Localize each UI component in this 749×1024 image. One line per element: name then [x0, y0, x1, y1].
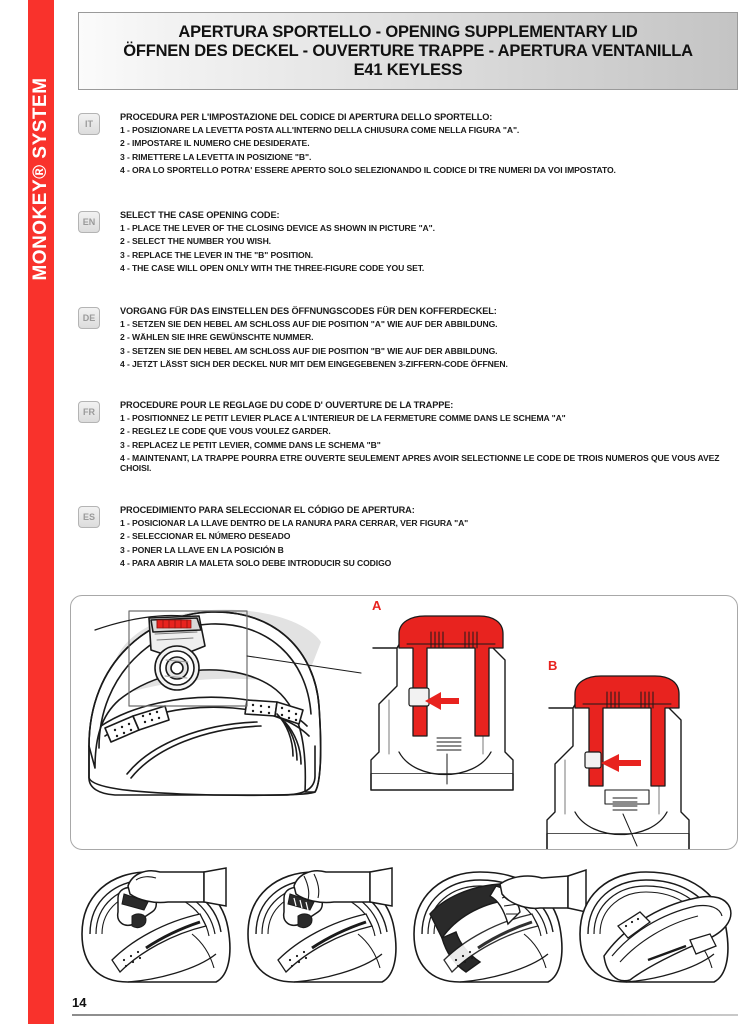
step-illustration-4 — [579, 871, 732, 983]
instructions-title: PROCEDURE POUR LE REGLAGE DU CODE D' OUV… — [120, 400, 454, 410]
instructions-de: VORGANG FÜR DAS EINSTELLEN DES ÖFFNUNGSC… — [120, 306, 508, 373]
instructions-title: PROCEDIMIENTO PARA SELECCIONAR EL CÓDIGO… — [120, 505, 415, 515]
step-illustration-2 — [247, 867, 397, 983]
instruction-step: 1 - POSIZIONARE LA LEVETTA POSTA ALL'INT… — [120, 125, 520, 135]
detail-b-label: B — [548, 658, 557, 673]
language-block-de: DE VORGANG FÜR DAS EINSTELLEN DES ÖFFNUN… — [78, 306, 508, 373]
title-line-3: E41 KEYLESS — [353, 60, 463, 79]
step-illustration-3 — [413, 868, 587, 983]
instructions-title: PROCEDURA PER L'IMPOSTAZIONE DEL CODICE … — [120, 112, 493, 122]
detail-a-illustration — [370, 615, 514, 791]
instruction-step: 2 - WÄHLEN SIE IHRE GEWÜNSCHTE NUMMER. — [120, 332, 314, 343]
instruction-step: 1 - PLACE THE LEVER OF THE CLOSING DEVIC… — [120, 223, 435, 233]
detail-a-label: A — [372, 598, 382, 613]
instructions-title: SELECT THE CASE OPENING CODE: — [120, 210, 280, 220]
language-badge-de: DE — [78, 307, 100, 329]
language-block-it: IT PROCEDURA PER L'IMPOSTAZIONE DEL CODI… — [78, 112, 616, 179]
language-block-es: ES PROCEDIMIENTO PARA SELECCIONAR EL CÓD… — [78, 505, 468, 572]
instruction-step: 1 - POSITIONNEZ LE PETIT LEVIER PLACE A … — [120, 413, 566, 423]
instruction-step: 4 - MAINTENANT, LA TRAPPE POURRA ETRE OU… — [120, 453, 720, 474]
figure-illustrations: A B — [88, 598, 690, 849]
page-title-banner: APERTURA SPORTELLO - OPENING SUPPLEMENTA… — [78, 12, 738, 90]
instruction-step: 4 - THE CASE WILL OPEN ONLY WITH THE THR… — [120, 263, 425, 274]
instructions-en: SELECT THE CASE OPENING CODE: 1 - PLACE … — [120, 210, 435, 277]
direction-arrow-b — [601, 754, 641, 772]
instruction-step: 3 - REPLACEZ LE PETIT LEVIER, COMME DANS… — [120, 439, 381, 450]
instruction-step: 3 - PONER LA LLAVE EN LA POSICIÓN B — [120, 544, 284, 555]
title-line-1: APERTURA SPORTELLO - OPENING SUPPLEMENTA… — [178, 22, 638, 41]
page-number: 14 — [72, 995, 87, 1010]
instruction-step: 3 - REPLACE THE LEVER IN THE "B" POSITIO… — [120, 249, 314, 260]
language-badge-en: EN — [78, 211, 100, 233]
language-block-fr: FR PROCEDURE POUR LE REGLAGE DU CODE D' … — [78, 400, 720, 477]
instruction-step: 2 - SELECCIONAR EL NÚMERO DESEADO — [120, 531, 291, 542]
instruction-step: 2 - SELECT THE NUMBER YOU WISH. — [120, 236, 271, 247]
direction-arrow-a — [425, 692, 459, 710]
lever-position-b — [584, 751, 602, 769]
brand-name: MONOKEY® SYSTEM — [30, 77, 51, 281]
figure-panel: A B — [70, 595, 738, 850]
instruction-step: 1 - SETZEN SIE DEN HEBEL AM SCHLOSS AUF … — [120, 319, 498, 329]
language-badge-fr: FR — [78, 401, 100, 423]
instructions-title: VORGANG FÜR DAS EINSTELLEN DES ÖFFNUNGSC… — [120, 306, 497, 316]
instruction-step: 3 - RIMETTERE LA LEVETTA IN POSIZIONE "B… — [120, 151, 312, 162]
instruction-step: 2 - REGLEZ LE CODE QUE VOUS VOULEZ GARDE… — [120, 426, 331, 437]
step-illustration-1 — [81, 867, 231, 983]
instruction-step: 4 - JETZT LÄSST SICH DER DECKEL NUR MIT … — [120, 359, 508, 370]
language-block-en: EN SELECT THE CASE OPENING CODE: 1 - PLA… — [78, 210, 435, 277]
lock-module-on-case — [148, 615, 206, 691]
case-top-illustration — [88, 609, 322, 797]
instruction-step: 2 - IMPOSTARE IL NUMERO CHE DESIDERATE. — [120, 138, 310, 149]
detail-callout-box — [128, 610, 248, 707]
instructions-it: PROCEDURA PER L'IMPOSTAZIONE DEL CODICE … — [120, 112, 616, 179]
language-badge-it: IT — [78, 113, 100, 135]
footer-rule — [72, 1014, 738, 1016]
brand-sidebar: MONOKEY® SYSTEM — [28, 0, 54, 1024]
language-badge-es: ES — [78, 506, 100, 528]
detail-b-illustration — [546, 675, 690, 849]
title-line-2: ÖFFNEN DES DECKEL - OUVERTURE TRAPPE - A… — [123, 41, 693, 60]
instruction-step: 4 - ORA LO SPORTELLO POTRA' ESSERE APERT… — [120, 165, 616, 176]
bottom-step-illustrations — [70, 862, 738, 987]
instruction-step: 4 - PARA ABRIR LA MALETA SOLO DEBE INTRO… — [120, 558, 392, 569]
lever-position-a — [408, 687, 430, 707]
instruction-step: 3 - SETZEN SIE DEN HEBEL AM SCHLOSS AUF … — [120, 345, 498, 356]
instruction-step: 1 - POSICIONAR LA LLAVE DENTRO DE LA RAN… — [120, 518, 469, 528]
instructions-fr: PROCEDURE POUR LE REGLAGE DU CODE D' OUV… — [120, 400, 720, 477]
instructions-es: PROCEDIMIENTO PARA SELECCIONAR EL CÓDIGO… — [120, 505, 468, 572]
